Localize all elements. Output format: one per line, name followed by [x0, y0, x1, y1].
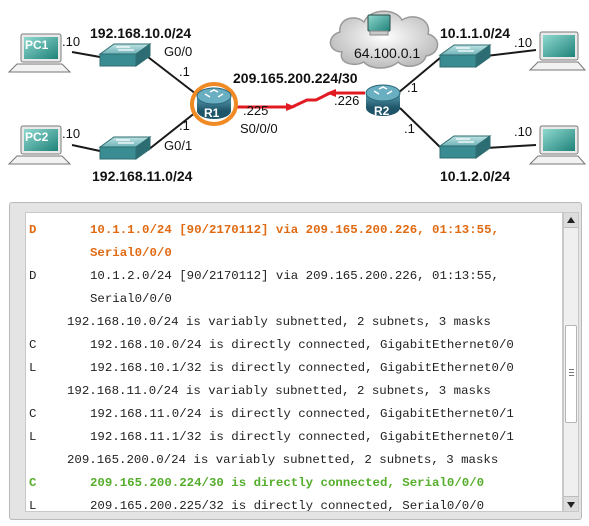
r1-g01-address: .1 [179, 118, 190, 133]
route-line: 192.168.10.0/24 is variably subnetted, 2… [26, 311, 562, 334]
route-text: 192.168.11.0/24 is directly connected, G… [90, 407, 514, 421]
pc2-host-address: .10 [62, 126, 81, 141]
route-line: 192.168.11.0/24 is variably subnetted, 2… [26, 380, 562, 403]
arrow-down-icon [567, 502, 575, 508]
network-topology-diagram: PC1 PC2 R1 R2 192.168.10.0/24 192.168.11… [0, 0, 589, 205]
network-r2-lan1: 10.1.1.0/24 [440, 25, 511, 41]
pc1-icon [7, 33, 72, 73]
cloud-icon [329, 10, 439, 69]
network-pc1-lan: 192.168.10.0/24 [90, 25, 192, 41]
router-r1-label: R1 [204, 106, 220, 120]
route-line: C 192.168.10.0/24 is directly connected, … [26, 334, 562, 357]
routing-table-output[interactable]: D 10.1.1.0/24 [90/2170112] via 209.165.20… [25, 212, 563, 512]
r2-lan1-pc-address: .10 [514, 35, 533, 50]
route-summary-text: 209.165.200.0/24 is variably subnetted, … [67, 453, 499, 467]
r2-lan2-router-address: .1 [404, 121, 415, 136]
pc-lan2-icon [528, 125, 587, 165]
topology-graphic [7, 10, 587, 165]
route-line: D 10.1.2.0/24 [90/2170112] via 209.165.20… [26, 265, 562, 288]
pc-lan1-icon [528, 31, 587, 71]
route-text: Serial0/0/0 [90, 246, 172, 260]
route-line: Serial0/0/0 [26, 242, 562, 265]
r1-serial-interface: S0/0/0 [240, 121, 278, 136]
route-code: D [29, 223, 37, 237]
vertical-scrollbar[interactable] [563, 212, 579, 512]
route-text: 192.168.10.0/24 is directly connected, G… [90, 338, 514, 352]
r2-lan1-router-address: .1 [407, 80, 418, 95]
route-code: L [29, 430, 37, 444]
scroll-down-button[interactable] [564, 496, 578, 511]
pc2-label: PC2 [25, 130, 49, 144]
switch-lan-pc2-icon [98, 136, 152, 160]
r2-serial-address: .226 [334, 93, 360, 108]
switch-lan1-icon [438, 44, 492, 68]
route-code: D [29, 269, 37, 283]
router-r2-label: R2 [374, 104, 390, 118]
route-line: C 192.168.11.0/24 is directly connected, … [26, 403, 562, 426]
grip-icon [569, 369, 574, 376]
r1-g00-address: .1 [179, 64, 190, 79]
route-text: 192.168.11.1/32 is directly connected, G… [90, 430, 514, 444]
r1-g00-interface: G0/0 [164, 44, 193, 59]
route-text: 209.165.200.224/30 is directly connected… [90, 476, 485, 490]
network-pc2-lan: 192.168.11.0/24 [92, 168, 193, 184]
scrollbar-thumb[interactable] [565, 325, 577, 423]
route-summary-text: 192.168.10.0/24 is variably subnetted, 2… [67, 315, 491, 329]
cloud-address: 64.100.0.1 [354, 45, 421, 61]
route-code: L [29, 499, 37, 512]
route-text: 10.1.1.0/24 [90/2170112] via 209.165.200… [90, 223, 499, 237]
route-text: 209.165.200.225/32 is directly connected… [90, 499, 485, 512]
network-serial-link: 209.165.200.224/30 [233, 70, 358, 86]
pc1-label: PC1 [25, 38, 49, 52]
r1-g01-interface: G0/1 [164, 138, 193, 153]
arrow-up-icon [567, 217, 575, 223]
route-code: C [29, 407, 37, 421]
pc1-host-address: .10 [62, 34, 81, 49]
route-code: L [29, 361, 37, 375]
route-summary-text: 192.168.11.0/24 is variably subnetted, 2… [67, 384, 491, 398]
route-line: L 209.165.200.225/32 is directly connecte… [26, 495, 562, 512]
routing-table-console-panel: D 10.1.1.0/24 [90/2170112] via 209.165.20… [9, 202, 582, 520]
router-r2-icon [365, 84, 401, 116]
route-line: C 209.165.200.224/30 is directly connecte… [26, 472, 562, 495]
route-text: 10.1.2.0/24 [90/2170112] via 209.165.200… [90, 269, 499, 283]
r2-lan2-pc-address: .10 [514, 124, 533, 139]
route-line: L 192.168.11.1/32 is directly connected, … [26, 426, 562, 449]
route-line: D 10.1.1.0/24 [90/2170112] via 209.165.20… [26, 219, 562, 242]
route-code: C [29, 476, 37, 490]
scroll-up-button[interactable] [564, 213, 578, 228]
r1-serial-address: .225 [243, 103, 269, 118]
route-text: Serial0/0/0 [90, 292, 172, 306]
switch-lan2-icon [438, 135, 492, 159]
route-text: 192.168.10.1/32 is directly connected, G… [90, 361, 514, 375]
route-line: L 192.168.10.1/32 is directly connected, … [26, 357, 562, 380]
route-code: C [29, 338, 37, 352]
route-line: 209.165.200.0/24 is variably subnetted, … [26, 449, 562, 472]
router-r1-icon [190, 82, 238, 126]
network-r2-lan2: 10.1.2.0/24 [440, 168, 511, 184]
route-line: Serial0/0/0 [26, 288, 562, 311]
switch-lan-pc1-icon [98, 43, 152, 67]
pc2-icon [7, 125, 72, 165]
ethernet-links [71, 49, 537, 152]
